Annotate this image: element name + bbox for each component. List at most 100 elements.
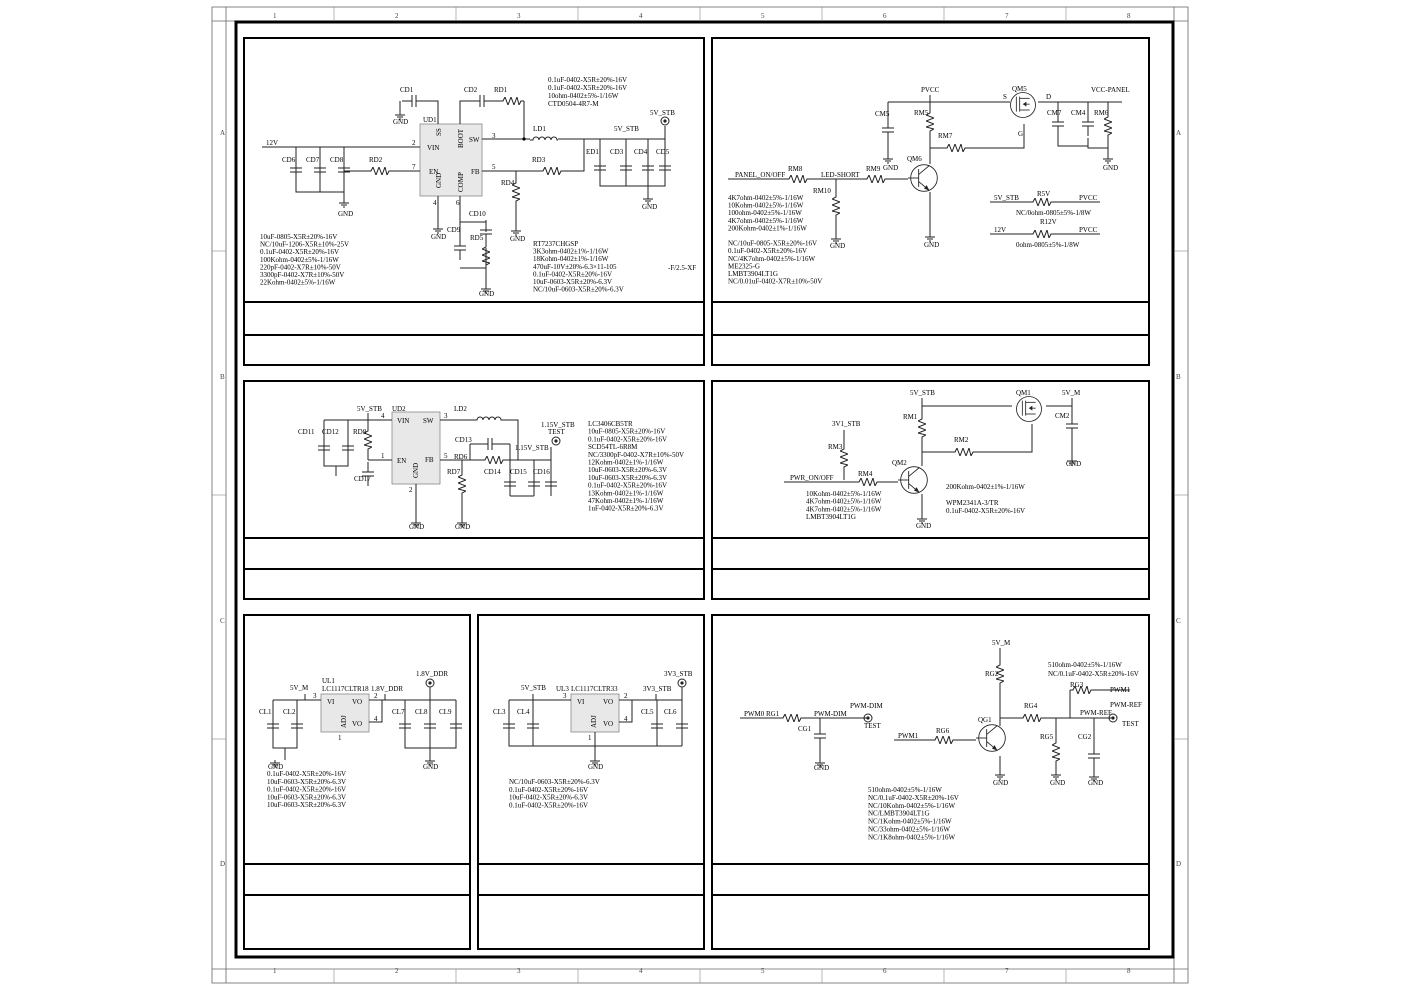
test-point-icon[interactable] [660,116,670,126]
note-line: 10uF-0402-X5R±20%-6.3V [509,794,588,802]
note-line: 13Kohm-0402±1%-1/16W [588,489,664,497]
cl5-label: CL5 [641,708,654,716]
qm2-label: QM2 [892,459,907,467]
rm7-label: RM7 [938,132,953,140]
pin-num: 7 [412,163,416,171]
cd2-label: CD2 [464,86,478,94]
rg6-label: RG6 [936,727,950,735]
column-label: 1 [273,967,277,975]
pin-num: 2 [412,139,416,147]
row-label: C [1176,617,1181,625]
note-line: 100Kohm-0402±5%-1/16W [260,256,339,264]
ud2-pin-en: EN [397,457,406,465]
net-1v8-ddr-top: 1.8V_DDR [416,670,448,678]
column-label: 6 [883,12,887,20]
net-5v-m: 5V_M [290,684,309,692]
gnd-label: GND [993,779,1008,787]
row-label: D [220,860,225,868]
gnd-label: GND [830,242,845,250]
net-vcc-panel: VCC-PANEL [1091,86,1130,94]
ul3-label: UL3 [556,685,569,693]
note-line: RT7237CHGSP [533,240,578,248]
qm5-g: G [1018,130,1023,138]
block1-note-extra: -F/2.5-XF [668,264,696,272]
note-line: 220pF-0402-X7R±10%-50V [260,263,341,271]
block1-notes-top: 0.1uF-0402-X5R±20%-16V0.1uF-0402-X5R±20%… [548,76,627,108]
gnd-label: GND [423,763,438,771]
test-label: TEST [548,428,565,436]
ud1-label: UD1 [423,116,437,124]
note-line: NC/0.1uF-0402-X5R±20%-16V [868,794,959,802]
cl3-label: CL3 [493,708,506,716]
block-1v8-ldo-circuit: UL1 LC1117CLTR18 VI VO VO ADJ 3 2 4 1 5V… [259,670,462,771]
row-label: B [220,373,225,381]
row-label: C [220,617,225,625]
gnd-label: GND [814,764,829,772]
net-pwm-dim-top: PWM-DIM [850,702,883,710]
test-point-icon[interactable] [551,436,561,446]
gnd-label: GND [1088,779,1103,787]
note-line: 10uF-0603-X5R±20%-6.3V [267,793,346,801]
cd3-label: CD3 [610,148,624,156]
note-line: NC/0.01uF-0402-X7R±10%-50V [728,278,822,286]
cl6-label: CL6 [664,708,677,716]
rg5-label: RG5 [1040,733,1054,741]
net-3v3-stb: 3V3_STB [643,685,672,693]
rm2-label: RM2 [954,436,969,444]
cl4-label: CL4 [517,708,530,716]
net-5v-m: 5V_M [1062,389,1081,397]
note-line: 0.1uF-0402-X5R±20%-16V [548,84,627,92]
net-12v: 12V [266,139,278,147]
ud1-ic-body [419,123,483,197]
note-line: 10uF-0603-X5R±20%-6.3V [267,778,346,786]
note-line: 0.1uF-0402-X5R±20%-16V [533,270,612,278]
note-line: 200Kohm-0402±1%-1/16W [728,224,807,232]
panel-3v3-ldo [477,614,705,950]
note-line: NC/10uF-1206-X5R±10%-25V [260,241,349,249]
cg2-note: NC/0.1uF-0402-X5R±20%-16V [1048,670,1139,678]
rm5-label: RM5 [914,109,929,117]
note-line: 100ohm-0402±5%-1/16W [728,209,802,217]
cd17-label: CD17 [354,475,371,483]
net-5v-stb-label: 5V_STB [650,109,675,117]
pin-num: 4 [381,412,385,420]
qg1-label: QG1 [978,716,992,724]
note-line: NC/4K7ohm-0402±5%-1/16W [728,255,815,263]
rg4-label: RG4 [1024,702,1038,710]
pin-num: 6 [456,199,460,207]
panel-panel-power [711,37,1150,366]
net-5v-stb: 5V_STB [521,684,546,692]
block-pwm-circuit: PWM0 RG1 PWM-DIM CG1 GND PWM-DIM TEST 5V… [740,639,1142,787]
net-pwm1-b: PWM1 [1110,686,1131,694]
cap-note: 0.1uF-0402-X5R±20%-16V [946,507,1025,515]
ul3-pin-vo: VO [603,698,613,706]
pin-num: 3 [563,692,567,700]
ul1-pin-vi: VI [327,698,335,706]
net-pvcc: PVCC [921,86,940,94]
column-label: 3 [517,12,521,20]
net-5v-stb: 5V_STB [910,389,935,397]
cd10-label: CD10 [469,210,486,218]
qm5-s: S [1003,93,1007,101]
block-12v-buck-circuit: UD1 SS BOOT VIN SW EN GND COMP FB 2 3 7 … [262,86,675,298]
pin-num: 2 [374,692,378,700]
ud1-pin-gnd: GND [435,173,443,188]
rm6-label: RM6 [1094,109,1109,117]
cd16-label: CD16 [533,468,550,476]
note-line: 12Kohm-0402±1%-1/16W [588,459,664,467]
ud2-pin-gnd: GND [412,463,420,478]
note-line: 10uF-0603-X5R±20%-6.3V [267,801,346,809]
rd3-label: RD3 [532,156,546,164]
gnd-label: GND [479,290,494,298]
rm1-label: RM1 [903,413,918,421]
test-point-icon[interactable] [425,678,435,688]
note-line: 510ohm-0402±5%-1/16W [868,786,942,794]
test-point-icon[interactable] [677,678,687,688]
net-panel-onoff: PANEL_ON/OFF [735,171,785,179]
pin-num: 5 [444,452,448,460]
note-line: 10uF-0603-X5R±20%-6.3V [588,474,667,482]
rg1-label: RG1 [766,710,780,718]
ul3-ic-body [570,693,620,733]
